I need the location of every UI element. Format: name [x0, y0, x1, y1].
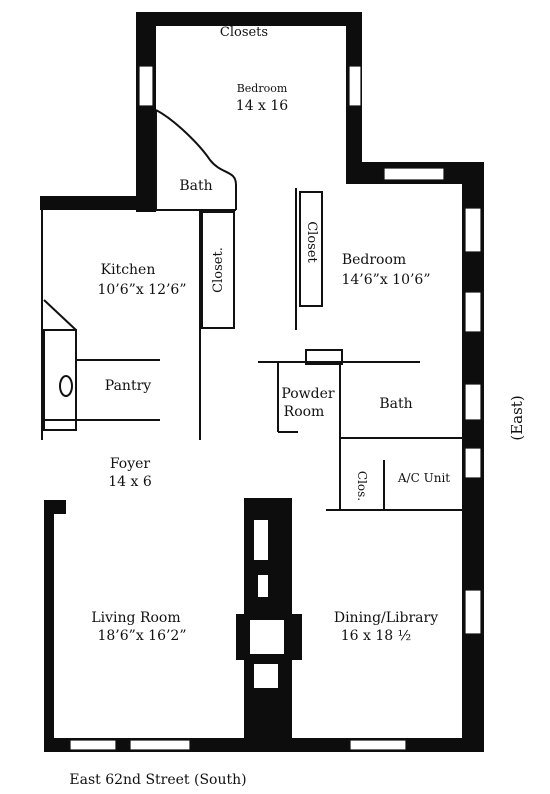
foyer-size: 14 x 6 [108, 474, 152, 490]
bath-2-label: Bath [379, 396, 412, 412]
closets-top-label: Closets [220, 25, 268, 40]
pantry-label: Pantry [105, 378, 151, 394]
powder-room-line1: Powder [281, 386, 335, 402]
east-orientation-label: (East) [508, 395, 526, 440]
room-labels: Closets Bedroom 14 x 16 Bath Kitchen 10’… [91, 25, 450, 644]
dining-library-name: Dining/Library [334, 610, 438, 626]
kitchen-name: Kitchen [101, 262, 156, 278]
bedroom-2-name: Bedroom [342, 252, 406, 268]
fireplace-column [236, 498, 302, 738]
living-room-name: Living Room [91, 610, 180, 626]
bath-1-label: Bath [179, 178, 212, 194]
powder-room-line2: Room [284, 404, 325, 420]
south-street-label: East 62nd Street (South) [69, 772, 246, 788]
kitchen-size: 10’6”x 12’6” [97, 282, 186, 298]
interior-walls [41, 109, 464, 511]
kitchen-closet-label: Closet. [211, 247, 226, 293]
bedroom-2-closet-label: Closet [304, 221, 319, 263]
windows [69, 65, 482, 751]
bedroom-1-size: 14 x 16 [236, 98, 289, 114]
bedroom-2-size: 14’6”x 10’6” [341, 272, 430, 288]
dining-library-size: 16 x 18 ½ [341, 628, 411, 644]
bedroom-1-name: Bedroom [237, 82, 288, 95]
clos-label: Clos. [355, 471, 369, 501]
ac-unit-label: A/C Unit [397, 471, 450, 485]
living-room-size: 18’6”x 16’2” [97, 628, 186, 644]
foyer-name: Foyer [110, 456, 151, 472]
